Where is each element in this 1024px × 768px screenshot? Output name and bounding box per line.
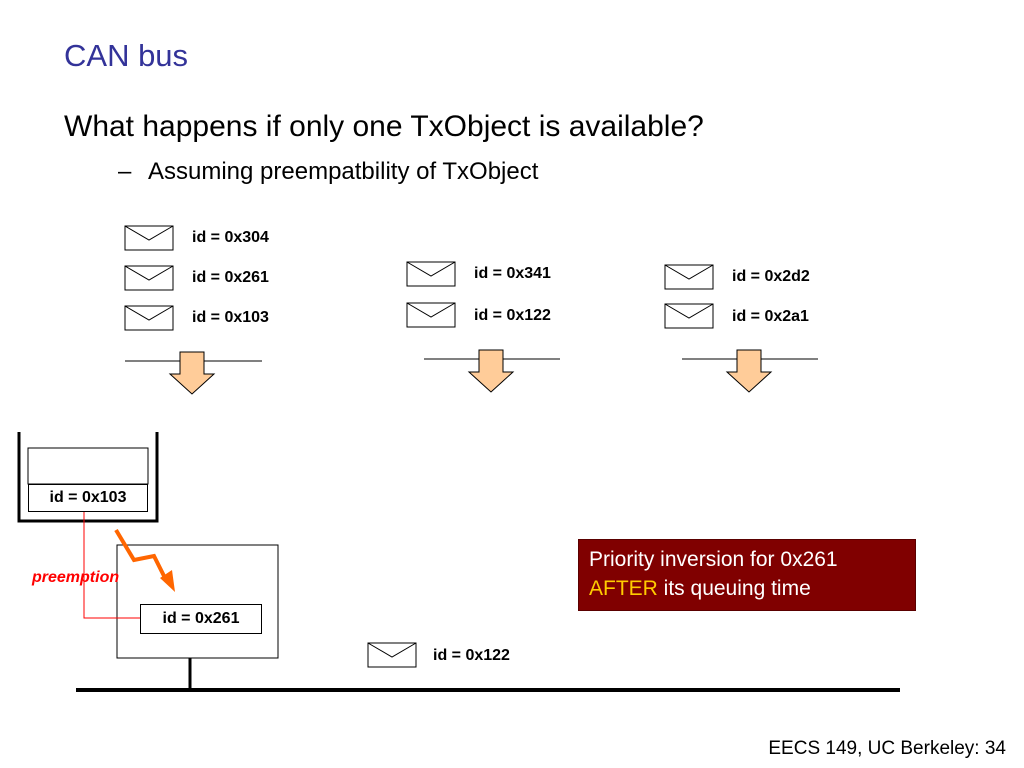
sub-bullet: –Assuming preempatbility of TxObject: [118, 158, 538, 186]
txobject-empty-slot: [27, 447, 149, 485]
priority-inversion-callout: Priority inversion for 0x261 AFTER its q…: [578, 539, 916, 611]
queue-left-label-0: id = 0x304: [192, 229, 269, 246]
envelope-icon: [664, 264, 714, 290]
queue-right-label-1: id = 0x2a1: [732, 308, 809, 325]
queue-left-label-1: id = 0x261: [192, 269, 269, 286]
envelope-icon: [367, 642, 417, 668]
preemption-label: preemption: [32, 569, 120, 586]
controller-slot: id = 0x261: [140, 604, 262, 634]
bus-message-label: id = 0x122: [433, 647, 510, 664]
queue-middle-label-0: id = 0x341: [474, 265, 551, 282]
slide-footer: EECS 149, UC Berkeley: 34: [768, 738, 1006, 759]
can-controller-box: [116, 544, 279, 659]
callout-line-2: AFTER its queuing time: [589, 574, 905, 603]
lightning-arrow-icon: [114, 528, 168, 581]
callout-highlight: AFTER: [589, 577, 658, 600]
main-bullet: What happens if only one TxObject is ava…: [64, 110, 704, 143]
envelope-icon: [664, 303, 714, 329]
queue-middle-label-1: id = 0x122: [474, 307, 551, 324]
txobject-container: [17, 432, 159, 523]
down-arrow-icon: [725, 349, 773, 393]
slide-title: CAN bus: [64, 38, 189, 73]
down-arrow-icon: [168, 351, 216, 395]
envelope-icon: [406, 261, 456, 287]
queue-right-label-0: id = 0x2d2: [732, 268, 810, 285]
lightning-arrowhead-icon: [160, 570, 175, 592]
txobject-slot: id = 0x103: [28, 484, 148, 512]
envelope-icon: [124, 305, 174, 331]
queue-left-label-2: id = 0x103: [192, 309, 269, 326]
callout-line-1: Priority inversion for 0x261: [589, 548, 838, 571]
down-arrow-icon: [467, 349, 515, 393]
sub-bullet-dash: –: [118, 158, 132, 185]
sub-bullet-text: Assuming preempatbility of TxObject: [148, 158, 539, 185]
preemption-connector: [83, 512, 141, 619]
envelope-icon: [406, 302, 456, 328]
callout-rest: its queuing time: [657, 577, 811, 600]
envelope-icon: [124, 265, 174, 291]
envelope-icon: [124, 225, 174, 251]
